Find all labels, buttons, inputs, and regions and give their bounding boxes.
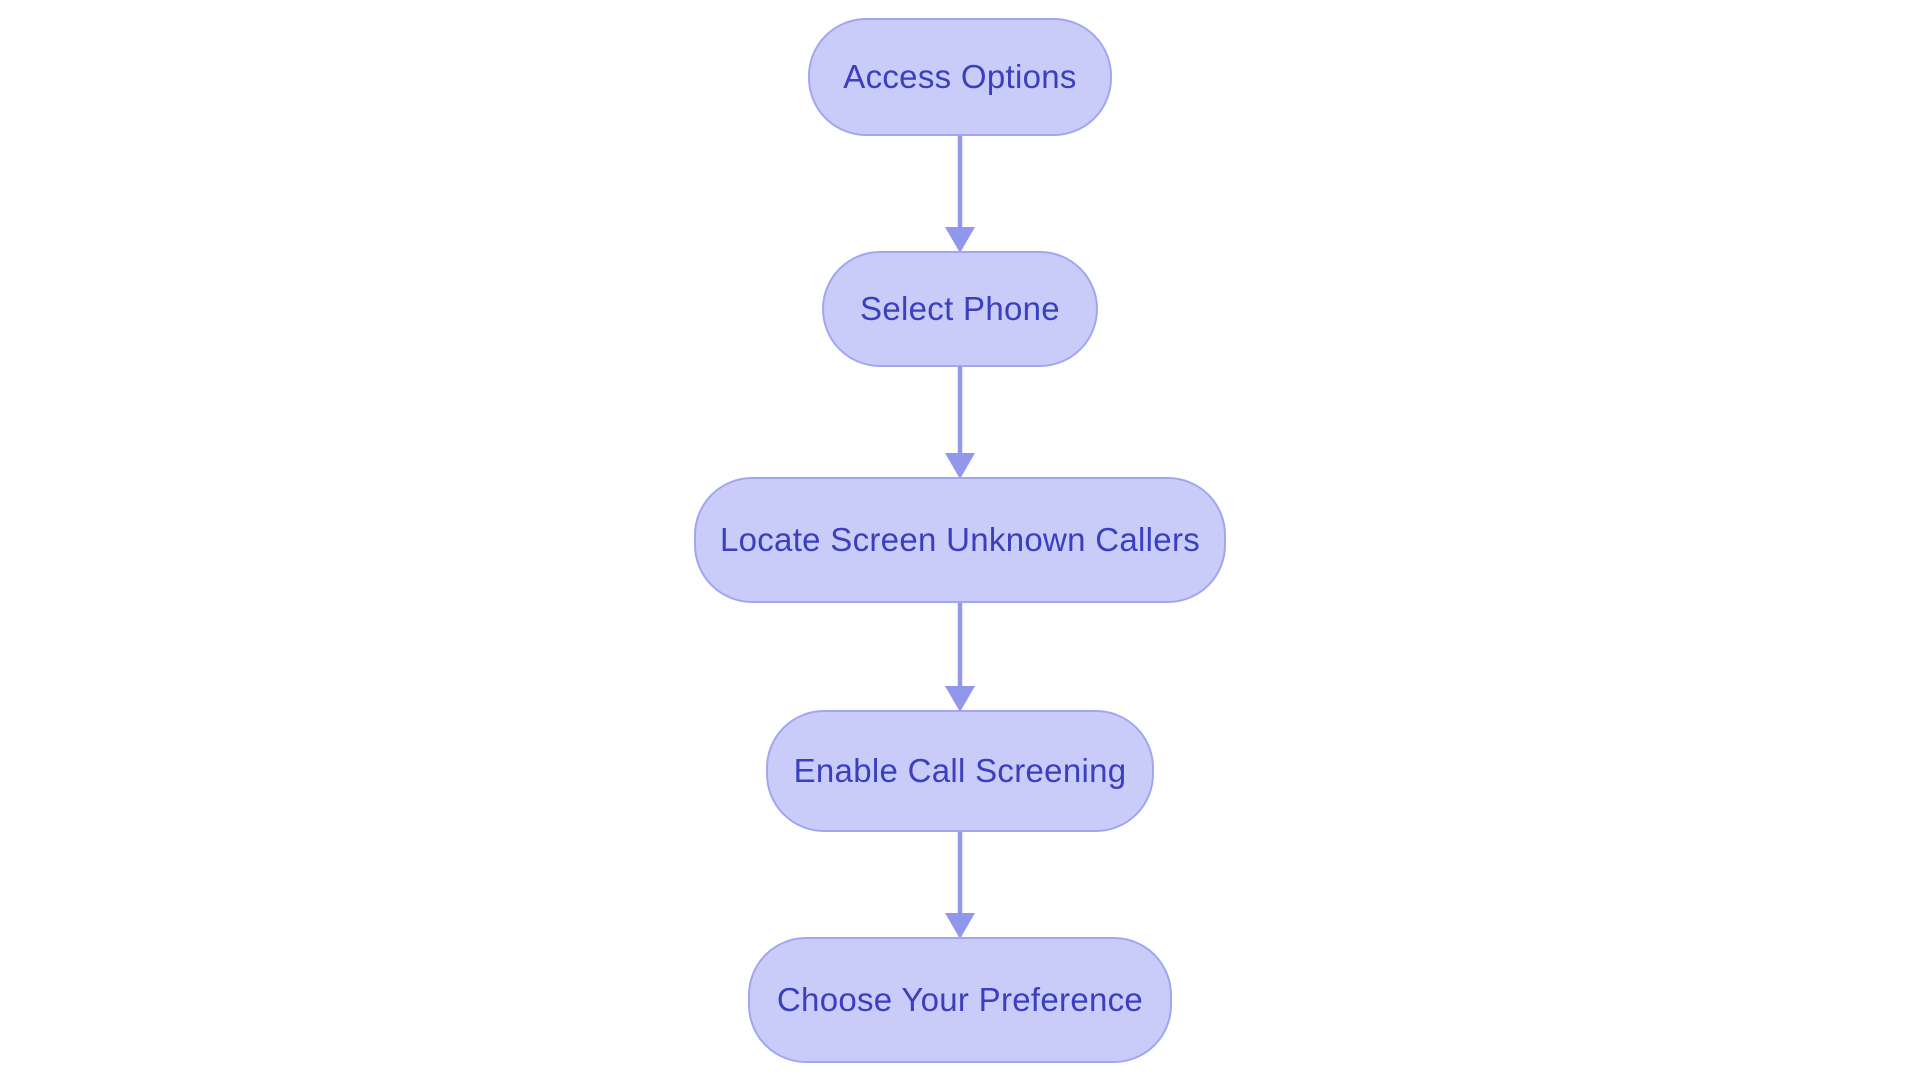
flow-arrow-enable-call-screening-to-choose-your-preference	[945, 830, 975, 939]
flow-node-enable-call-screening: Enable Call Screening	[766, 710, 1154, 832]
flow-arrow-locate-screen-unknown-callers-to-enable-call-screening	[945, 601, 975, 712]
flow-node-label: Select Phone	[860, 290, 1060, 327]
flow-node-label: Enable Call Screening	[793, 752, 1127, 789]
flow-node-label: Locate Screen Unknown Callers	[719, 521, 1201, 558]
flow-arrow-access-options-to-select-phone	[945, 134, 975, 253]
flow-node-label: Access Options	[843, 58, 1077, 95]
flow-node-access-options: Access Options	[808, 18, 1112, 136]
flow-node-select-phone: Select Phone	[822, 251, 1098, 367]
flow-arrow-select-phone-to-locate-screen-unknown-callers	[945, 365, 975, 479]
flow-node-choose-your-preference: Choose Your Preference	[748, 937, 1172, 1063]
flow-node-locate-screen-unknown-callers: Locate Screen Unknown Callers	[694, 477, 1226, 603]
flow-node-label: Choose Your Preference	[776, 981, 1144, 1018]
